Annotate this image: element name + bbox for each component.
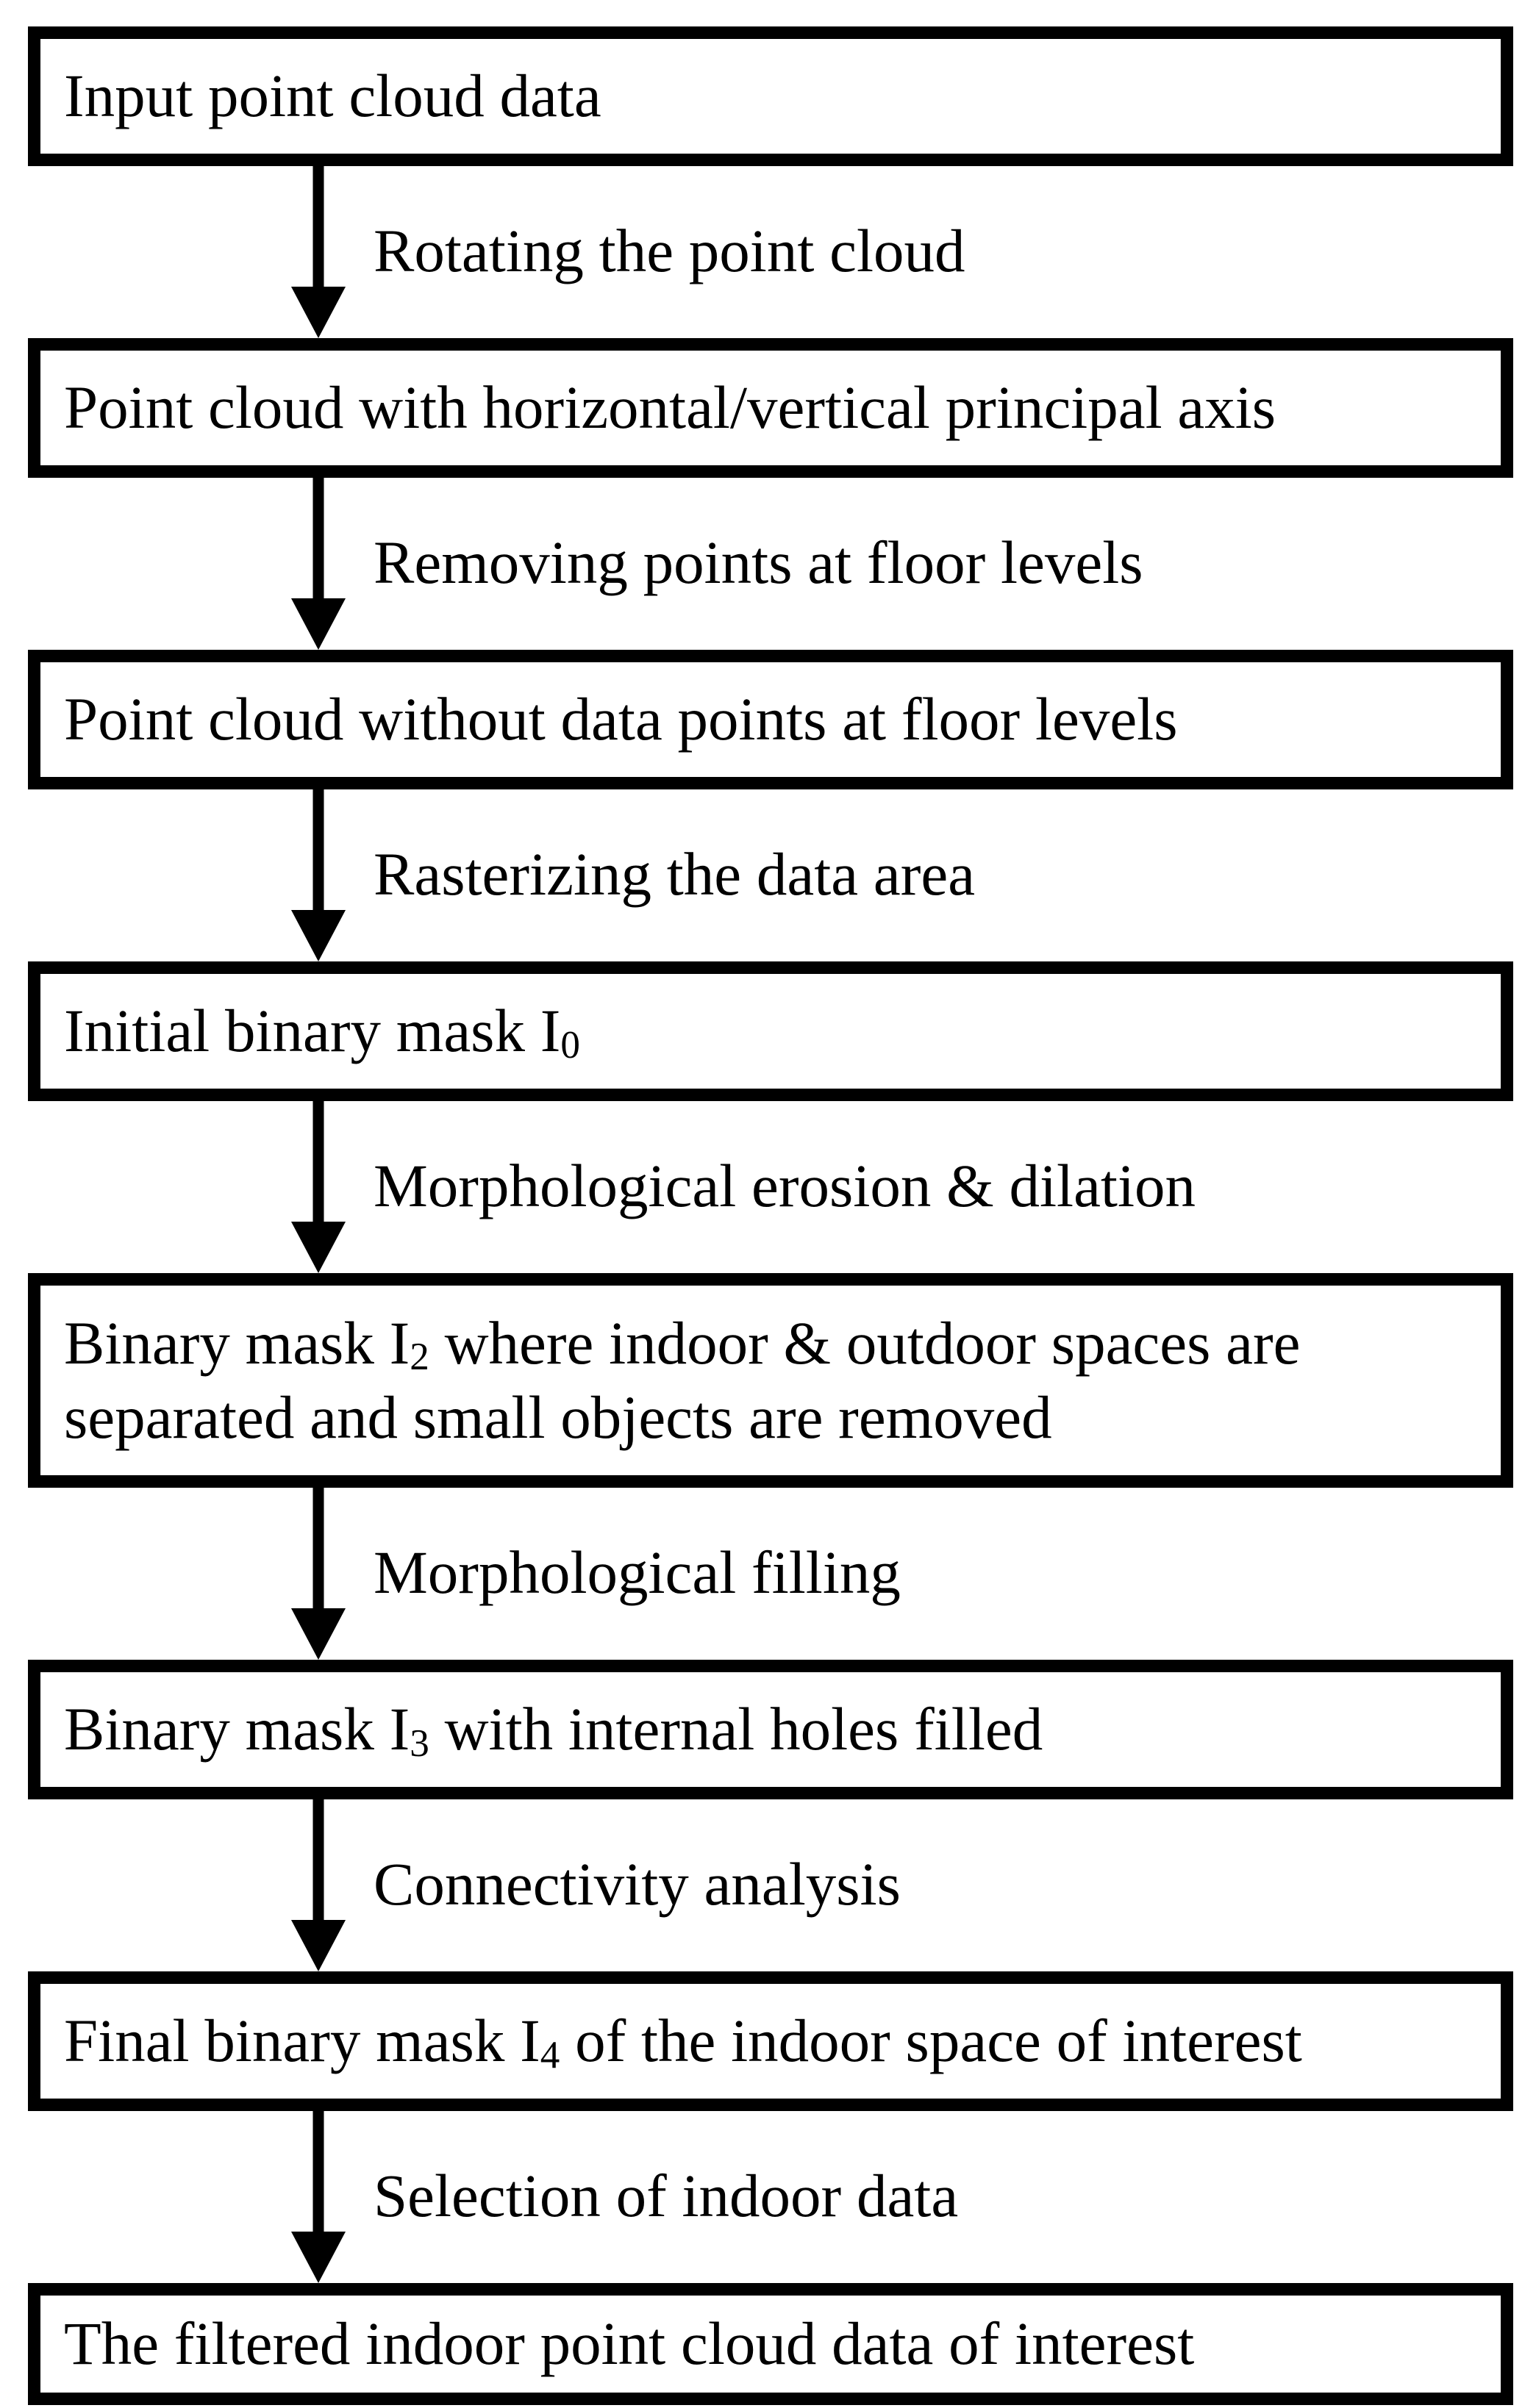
flow-box-label: Input point cloud data <box>64 62 601 130</box>
arrow-label: Rotating the point cloud <box>374 217 965 285</box>
flow-connector-6: Connectivity analysis <box>28 1799 1513 1971</box>
arrow-head-icon <box>291 1222 346 1273</box>
arrow-head-icon <box>291 2232 346 2283</box>
flow-box-label: Final binary mask I4 of the indoor space… <box>64 2007 1302 2076</box>
flow-connector-3: Rasterizing the data area <box>28 789 1513 961</box>
flow-box-label: Initial binary mask I0 <box>64 997 580 1067</box>
flow-connector-5: Morphological filling <box>28 1488 1513 1660</box>
arrow-label: Rasterizing the data area <box>374 840 976 909</box>
arrow-label: Morphological erosion & dilation <box>374 1152 1196 1220</box>
flow-box-no-floor-points: Point cloud without data points at floor… <box>28 650 1513 789</box>
flowchart: Input point cloud data Rotating the poin… <box>28 26 1513 2405</box>
arrow-head-icon <box>291 598 346 650</box>
arrow-head-icon <box>291 910 346 961</box>
arrow-stem <box>312 2111 324 2242</box>
arrow-label: Selection of indoor data <box>374 2162 959 2230</box>
arrow-head-icon <box>291 1920 346 1971</box>
down-arrow-icon <box>290 1101 346 1273</box>
arrow-stem <box>312 789 324 920</box>
flow-box-label: Binary mask I2 where indoor & outdoor sp… <box>64 1308 1301 1451</box>
down-arrow-icon <box>290 1488 346 1660</box>
flow-box-mask-i3: Binary mask I3 with internal holes fille… <box>28 1660 1513 1799</box>
arrow-stem <box>312 1101 324 1232</box>
flow-box-final-mask-i4: Final binary mask I4 of the indoor space… <box>28 1971 1513 2111</box>
flow-box-label: The filtered indoor point cloud data of … <box>64 2310 1195 2378</box>
flow-box-label: Point cloud without data points at floor… <box>64 685 1178 753</box>
flow-box-initial-mask-i0: Initial binary mask I0 <box>28 961 1513 1101</box>
flow-connector-7: Selection of indoor data <box>28 2111 1513 2283</box>
arrow-stem <box>312 478 324 609</box>
flow-box-principal-axis: Point cloud with horizontal/vertical pri… <box>28 338 1513 478</box>
arrow-label: Removing points at floor levels <box>374 528 1143 597</box>
arrow-label: Morphological filling <box>374 1538 901 1607</box>
arrow-head-icon <box>291 287 346 338</box>
down-arrow-icon <box>290 1799 346 1971</box>
down-arrow-icon <box>290 166 346 338</box>
down-arrow-icon <box>290 789 346 961</box>
down-arrow-icon <box>290 2111 346 2283</box>
arrow-head-icon <box>291 1608 346 1660</box>
flow-box-label: Point cloud with horizontal/vertical pri… <box>64 373 1276 442</box>
flow-box-mask-i2: Binary mask I2 where indoor & outdoor sp… <box>28 1273 1513 1488</box>
flow-box-filtered-output: The filtered indoor point cloud data of … <box>28 2283 1513 2405</box>
flow-connector-1: Rotating the point cloud <box>28 166 1513 338</box>
arrow-stem <box>312 166 324 297</box>
flow-box-input-data: Input point cloud data <box>28 26 1513 166</box>
arrow-stem <box>312 1799 324 1930</box>
flow-connector-2: Removing points at floor levels <box>28 478 1513 650</box>
flow-connector-4: Morphological erosion & dilation <box>28 1101 1513 1273</box>
arrow-stem <box>312 1488 324 1619</box>
arrow-label: Connectivity analysis <box>374 1850 901 1918</box>
flow-box-label: Binary mask I3 with internal holes fille… <box>64 1695 1043 1765</box>
down-arrow-icon <box>290 478 346 650</box>
